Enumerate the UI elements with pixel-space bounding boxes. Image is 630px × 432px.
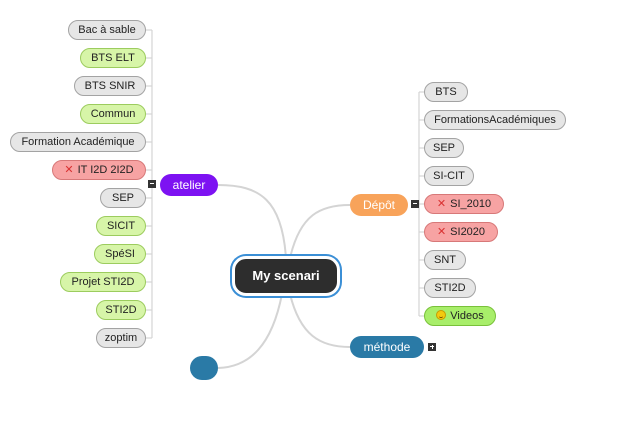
branch-node-zoptim[interactable]: zoptim [96, 328, 146, 348]
depot-node[interactable]: Dépôt [350, 194, 408, 216]
node-label: STI2D [105, 304, 137, 316]
branch-node-sti2d[interactable]: STI2D [96, 300, 146, 320]
node-label: BTS [435, 86, 457, 98]
branch-node-projet-sti2d[interactable]: Projet STI2D [60, 272, 146, 292]
node-label: zoptim [104, 332, 138, 344]
node-label: SI-CIT [433, 170, 465, 182]
branch-node-bts[interactable]: BTS [424, 82, 468, 102]
branch-node-si-2010[interactable]: ✕SI_2010 [424, 194, 504, 214]
red-x-icon: ✕ [436, 198, 447, 210]
node-label: STI2D [434, 282, 466, 294]
node-label: IT I2D 2I2D [77, 164, 134, 176]
red-x-icon: ✕ [64, 164, 74, 176]
branch-node-bts-snir[interactable]: BTS SNIR [74, 76, 146, 96]
node-label: SpéSI [105, 248, 135, 260]
atelier-collapse-toggle[interactable] [148, 180, 156, 188]
connector-root-unnamed [217, 293, 283, 369]
node-label: Videos [450, 310, 484, 322]
connector-root-atelier [217, 184, 287, 259]
branch-node-bac-a-sable[interactable]: Bac à sable [68, 20, 146, 40]
methode-node[interactable]: méthode [350, 336, 424, 358]
node-label: SEP [111, 192, 134, 204]
node-label: SI_2010 [450, 198, 492, 210]
node-label: SICIT [106, 220, 136, 232]
branch-node-commun[interactable]: Commun [80, 104, 146, 124]
depot-collapse-toggle[interactable] [411, 200, 419, 208]
connector-root-methode [289, 293, 351, 348]
node-label: BTS ELT [91, 52, 135, 64]
node-label: SNT [434, 254, 456, 266]
node-label: BTS SNIR [84, 80, 136, 92]
branch-node-videos[interactable]: Videos [424, 306, 496, 326]
node-label: Projet STI2D [71, 276, 135, 288]
node-label: Bac à sable [78, 24, 136, 36]
branch-node-snt[interactable]: SNT [424, 250, 466, 270]
node-label: Commun [90, 108, 136, 120]
branch-node-sep[interactable]: SEP [424, 138, 464, 158]
smiley-icon [436, 310, 447, 320]
unnamed-node[interactable] [190, 356, 218, 380]
branch-node-formation-academique[interactable]: Formation Académique [10, 132, 146, 152]
branch-node-si-cit[interactable]: SI-CIT [424, 166, 474, 186]
connector-root-depot [289, 204, 351, 259]
node-label: SI2020 [450, 226, 486, 238]
methode-expand-toggle[interactable] [428, 343, 436, 351]
branch-node-sicit[interactable]: SICIT [96, 216, 146, 236]
node-label: Formation Académique [21, 136, 135, 148]
red-x-icon: ✕ [436, 226, 447, 238]
branch-node-bts-elt[interactable]: BTS ELT [80, 48, 146, 68]
node-label: SEP [432, 142, 455, 154]
branch-node-sti2d[interactable]: STI2D [424, 278, 476, 298]
root-node[interactable]: My scenari [232, 256, 340, 296]
branch-node-si2020[interactable]: ✕SI2020 [424, 222, 498, 242]
branch-node-sep[interactable]: SEP [100, 188, 146, 208]
node-label: FormationsAcadémiques [434, 114, 556, 126]
branch-node-it-i2d-2i2d[interactable]: ✕IT I2D 2I2D [52, 160, 146, 180]
atelier-node[interactable]: atelier [160, 174, 218, 196]
branch-node-formationsacademiques[interactable]: FormationsAcadémiques [424, 110, 566, 130]
branch-node-spesi[interactable]: SpéSI [94, 244, 146, 264]
